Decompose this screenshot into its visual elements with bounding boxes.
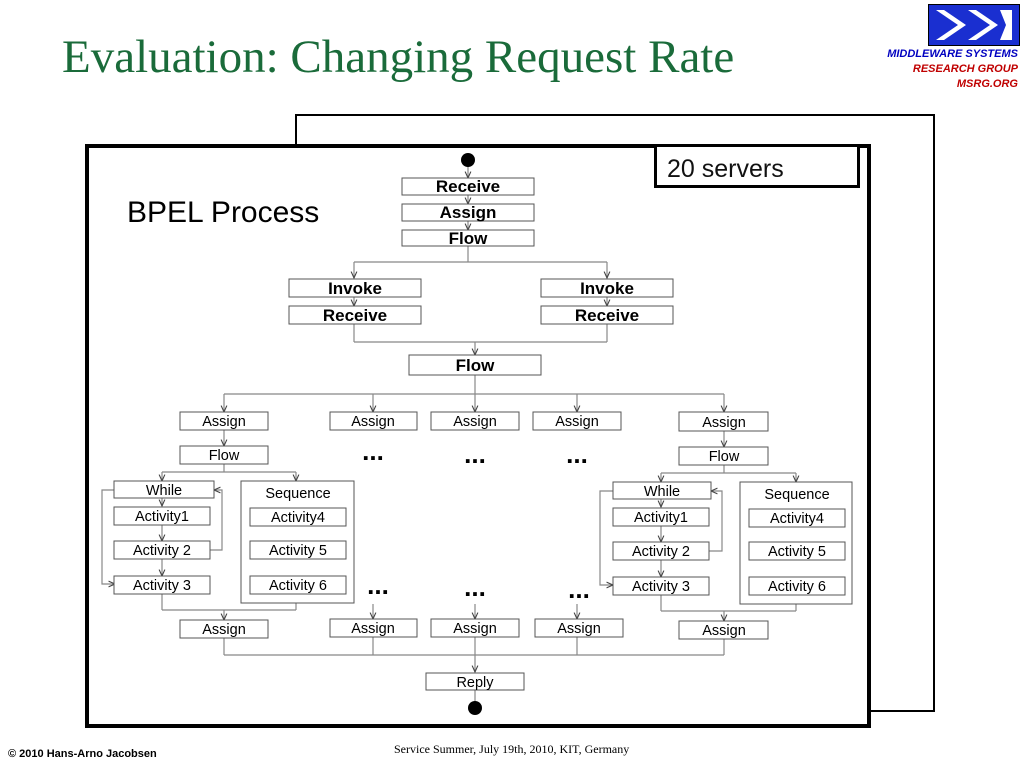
top-receive-label: Receive — [436, 177, 500, 196]
center-flow-label: Flow — [456, 356, 495, 375]
left-activity-1: Activity1 — [135, 509, 189, 525]
right-activity-1: Activity1 — [634, 510, 688, 526]
ellipsis-6: ... — [568, 574, 590, 604]
reply-label: Reply — [456, 675, 494, 691]
left-while-label: While — [146, 483, 182, 499]
left-receive-label: Receive — [323, 306, 387, 325]
assign-3-label: Assign — [453, 414, 497, 430]
bottom-assign-2-label: Assign — [351, 621, 395, 637]
bottom-assign-5-label: Assign — [702, 623, 746, 639]
left-activity-5: Activity 5 — [269, 543, 327, 559]
logo-line-3: MSRG.ORG — [956, 78, 1018, 90]
left-activity-2: Activity 2 — [133, 543, 191, 559]
left-activity-4: Activity4 — [271, 510, 325, 526]
ellipsis-4: ... — [367, 570, 389, 600]
top-assign-label: Assign — [440, 203, 497, 222]
right-activity-4: Activity4 — [770, 511, 824, 527]
right-flow-label: Flow — [709, 449, 740, 465]
slide-title: Evaluation: Changing Request Rate — [62, 31, 735, 83]
end-node — [468, 701, 482, 715]
assign-2-label: Assign — [351, 414, 395, 430]
logo-line-1: MIDDLEWARE SYSTEMS — [887, 48, 1018, 60]
right-activity-2: Activity 2 — [632, 544, 690, 560]
right-invoke-label: Invoke — [580, 279, 634, 298]
assign-1-label: Assign — [202, 414, 246, 430]
assign-5-label: Assign — [702, 415, 746, 431]
left-activity-3: Activity 3 — [133, 578, 191, 594]
assign-4-label: Assign — [555, 414, 599, 430]
left-invoke-label: Invoke — [328, 279, 382, 298]
connectors — [101, 162, 797, 703]
right-receive-label: Receive — [575, 306, 639, 325]
right-sequence-label: Sequence — [764, 487, 829, 503]
copyright-footer: © 2010 Hans-Arno Jacobsen — [8, 748, 157, 760]
event-footer: Service Summer, July 19th, 2010, KIT, Ge… — [394, 742, 630, 756]
left-sequence-label: Sequence — [265, 486, 330, 502]
msrg-logo-icon — [928, 4, 1020, 46]
ellipsis-2: ... — [464, 439, 486, 469]
servers-callout: 20 servers — [654, 144, 860, 188]
bottom-assign-1-label: Assign — [202, 622, 246, 638]
right-activity-5: Activity 5 — [768, 544, 826, 560]
ellipsis-1: ... — [362, 436, 384, 466]
right-activity-3: Activity 3 — [632, 579, 690, 595]
left-flow-label: Flow — [209, 448, 240, 464]
top-flow-label: Flow — [449, 229, 488, 248]
right-activity-6: Activity 6 — [768, 579, 826, 595]
bottom-assign-3-label: Assign — [453, 621, 497, 637]
ellipsis-3: ... — [566, 439, 588, 469]
bottom-assign-4-label: Assign — [557, 621, 601, 637]
ellipsis-5: ... — [464, 572, 486, 602]
logo-text: MIDDLEWARE SYSTEMS RESEARCH GROUP MSRG.O… — [887, 47, 1018, 92]
right-while-label: While — [644, 484, 680, 500]
start-node — [461, 153, 475, 167]
bpel-heading: BPEL Process — [127, 196, 319, 229]
left-activity-6: Activity 6 — [269, 578, 327, 594]
logo-line-2: RESEARCH GROUP — [912, 63, 1018, 75]
